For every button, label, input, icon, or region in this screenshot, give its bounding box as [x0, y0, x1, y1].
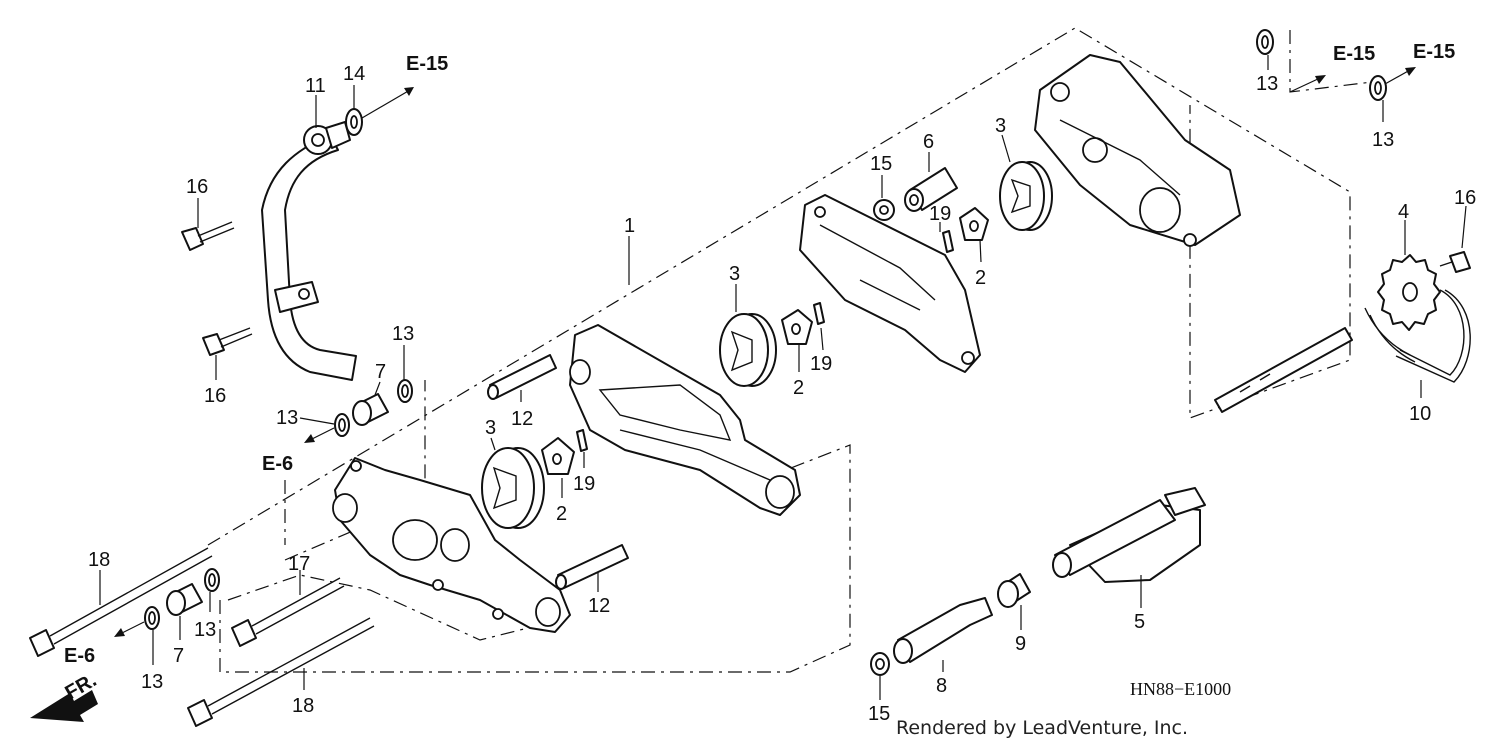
joint-7-upper: [352, 393, 389, 426]
o-ring-13-upper-b: [397, 379, 413, 403]
pump-body-left: [332, 457, 571, 633]
callout-12-upper: 12: [511, 408, 533, 430]
seal-washer-14: [345, 108, 363, 136]
callout-7-lower: 7: [173, 645, 184, 667]
callout-13-top-a: 13: [1256, 73, 1278, 95]
ref-e15-top-b: E-15: [1413, 41, 1455, 63]
long-bolt-18-upper: [29, 547, 213, 657]
joint-9: [997, 573, 1031, 608]
o-ring-13-top-b: [1369, 75, 1387, 101]
callout-6: 6: [923, 131, 934, 153]
leader-lines: [99, 55, 1467, 700]
credit-text: Rendered by LeadVenture, Inc.: [896, 717, 1189, 739]
inner-rotor-2-right: [959, 207, 989, 241]
flange-bolt-16-upper: [181, 221, 235, 251]
callout-11: 11: [305, 75, 326, 97]
washer-15-upper: [873, 199, 895, 221]
oil-strainer-5: [1052, 487, 1206, 583]
pump-cover-right: [1034, 54, 1241, 247]
ref-e6-upper: E-6: [262, 453, 293, 475]
pump-plate-middle: [799, 194, 981, 373]
diagram-code: HN88−E1000: [1130, 679, 1231, 699]
inner-rotor-2-middle: [781, 309, 813, 345]
callout-5: 5: [1134, 611, 1145, 633]
callout-7-upper: 7: [375, 361, 386, 383]
oil-pipe: [261, 121, 357, 381]
dowel-12-upper: [487, 354, 557, 400]
callout-4: 4: [1398, 201, 1409, 223]
ref-e15-pipe: E-15: [406, 53, 448, 75]
joint-pipe-8: [893, 597, 993, 664]
bolt-17: [231, 577, 345, 647]
callout-2-left: 2: [556, 503, 567, 525]
callout-13-lower-b: 13: [194, 619, 216, 641]
callout-19-right: 19: [929, 203, 951, 225]
callout-12-lower: 12: [588, 595, 610, 617]
assembly-outlines: [207, 27, 1373, 673]
outer-rotor-3-left: [481, 447, 545, 529]
callout-8: 8: [936, 675, 947, 697]
dowel-pin-19-left: [576, 429, 588, 452]
callout-2-middle: 2: [793, 377, 804, 399]
callout-16-sprocket: 16: [1454, 187, 1476, 209]
dowel-pin-19-right: [942, 230, 954, 253]
callout-1: 1: [624, 215, 635, 237]
front-arrow-icon: [30, 690, 98, 722]
outer-rotor-3-middle: [719, 313, 777, 387]
o-ring-13-lower-a: [144, 606, 160, 630]
callout-14: 14: [343, 63, 365, 85]
callout-15-upper: 15: [870, 153, 892, 175]
callout-13-upper-a: 13: [276, 407, 298, 429]
long-bolt-18-lower: [187, 617, 375, 727]
pump-shaft: [1214, 327, 1353, 413]
drive-chain-10: [1364, 289, 1471, 383]
callout-13-top-b: 13: [1372, 129, 1394, 151]
callout-3-left: 3: [485, 417, 496, 439]
callout-13-upper-b: 13: [392, 323, 414, 345]
ref-e15-top-a: E-15: [1333, 43, 1375, 65]
callout-16-upper: 16: [186, 176, 208, 198]
o-ring-13-upper-a: [334, 413, 350, 437]
callout-18-upper: 18: [88, 549, 110, 571]
joint-7-lower: [166, 583, 203, 616]
sprocket-4: [1377, 254, 1441, 331]
o-ring-13-top-a: [1256, 29, 1274, 55]
callout-19-left: 19: [573, 473, 595, 495]
dowel-12-lower: [555, 544, 629, 590]
callout-3-right: 3: [995, 115, 1006, 137]
callout-19-middle: 19: [810, 353, 832, 375]
flange-bolt-16-lower: [202, 327, 253, 356]
callout-15-lower: 15: [868, 703, 890, 725]
ref-e6-lower: E-6: [64, 645, 95, 667]
o-ring-13-lower-b: [204, 568, 220, 592]
callout-2-right: 2: [975, 267, 986, 289]
outer-rotor-3-right: [999, 161, 1053, 231]
callout-3-middle: 3: [729, 263, 740, 285]
inner-rotor-2-left: [541, 437, 575, 475]
flange-bolt-16-sprocket: [1439, 251, 1471, 273]
callout-10: 10: [1409, 403, 1431, 425]
dowel-pin-19-middle: [813, 302, 825, 325]
washer-15-lower: [870, 652, 890, 676]
callout-9: 9: [1015, 633, 1026, 655]
reference-labels: E-15 E-15 E-15 E-6 E-6: [64, 41, 1455, 667]
callout-13-lower-a: 13: [141, 671, 163, 693]
collar-6: [904, 167, 958, 212]
callout-17: 17: [288, 553, 310, 575]
callout-16-lower: 16: [204, 385, 226, 407]
callout-18-lower: 18: [292, 695, 314, 717]
pump-body-center: [569, 324, 801, 516]
reference-arrows: [114, 67, 1416, 637]
callout-labels: 11 14 16 16 13 7 13 1 12 3 19 2 3 2 19 1…: [88, 63, 1476, 725]
